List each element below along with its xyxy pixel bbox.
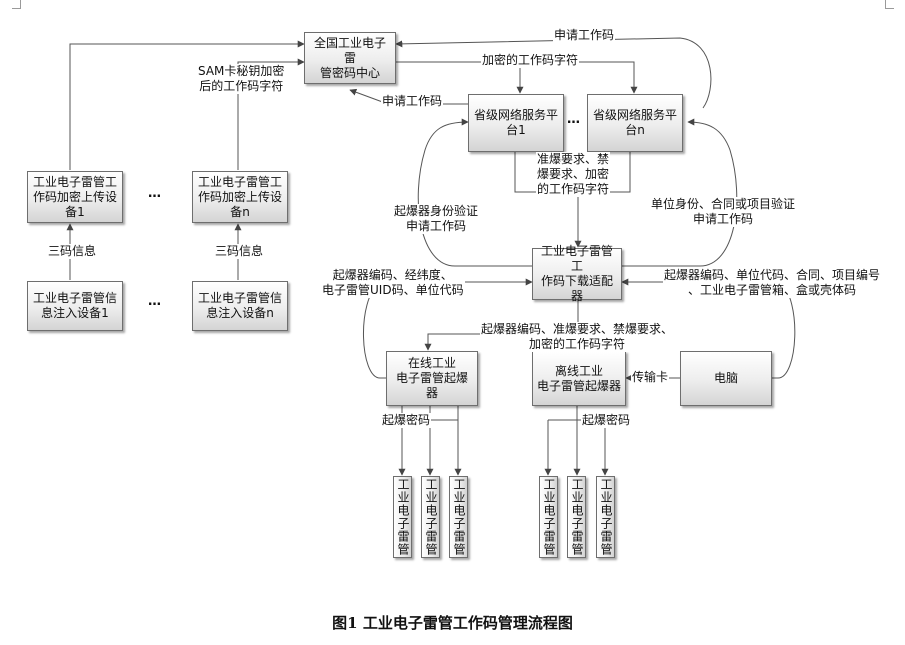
ellipsis-upload: … <box>148 186 162 201</box>
label-detonation-password-right: 起爆密码 <box>581 413 632 428</box>
crop-mark-left <box>12 0 21 9</box>
arrow-adapter-to-prov1 <box>417 118 532 267</box>
label-download-info: 起爆器编码、准爆要求、禁爆要求、加密的工作码字符 <box>480 322 675 352</box>
label-online-info: 起爆器编码、经纬度、电子雷管UID码、单位代码 <box>321 268 465 298</box>
inject-device-n-box: 工业电子雷管信息注入设备n <box>192 281 288 331</box>
label-detonation-password-left: 起爆密码 <box>381 413 432 428</box>
arrow-provn-to-center <box>395 37 712 109</box>
detonator-online-1: 工业电子雷管 <box>393 476 412 558</box>
detonator-online-3: 工业电子雷管 <box>449 476 468 558</box>
figure-caption: 图1 工业电子雷管工作码管理流程图 <box>332 614 573 632</box>
label-three-codes-n: 三码信息 <box>214 244 265 259</box>
label-three-codes-1: 三码信息 <box>47 244 98 259</box>
offline-exploder-box: 离线工业电子雷管起爆器 <box>532 351 626 406</box>
ellipsis-provincial: … <box>567 112 581 127</box>
detonator-offline-3: 工业电子雷管 <box>596 476 615 558</box>
label-permit-requirements: 准爆要求、禁爆要求、加密的工作码字符 <box>536 152 611 197</box>
upload-device-1-box: 工业电子雷管工作码加密上传设备1 <box>27 171 123 223</box>
provincial-platform-1-box: 省级网络服务平台1 <box>468 94 564 152</box>
label-request-code-top: 申请工作码 <box>553 28 616 43</box>
online-exploder-box: 在线工业电子雷管起爆器 <box>386 351 478 406</box>
label-request-code-left: 申请工作码 <box>381 94 444 109</box>
arrow-uploadn-to-center <box>237 58 305 170</box>
detonator-offline-1: 工业电子雷管 <box>539 476 558 558</box>
computer-box: 电脑 <box>680 351 772 406</box>
label-sam-key: SAM卡秘钥加密后的工作码字符 <box>197 64 286 94</box>
arrow-adapter-to-provn <box>622 118 738 267</box>
detonator-online-2: 工业电子雷管 <box>421 476 440 558</box>
label-offline-info: 起爆器编码、单位代码、合同、项目编号、工业电子雷管箱、盒或壳体码 <box>663 268 882 298</box>
ellipsis-inject: … <box>148 294 162 309</box>
arrow-upload1-to-center <box>69 40 305 170</box>
label-identity-right: 单位身份、合同或项目验证申请工作码 <box>650 197 797 227</box>
provincial-platform-n-box: 省级网络服务平台n <box>587 94 683 152</box>
label-encrypted-code: 加密的工作码字符 <box>481 53 580 68</box>
crop-mark-right <box>885 0 894 9</box>
label-transfer-card: 传输卡 <box>631 370 670 385</box>
detonator-offline-2: 工业电子雷管 <box>567 476 586 558</box>
inject-device-1-box: 工业电子雷管信息注入设备1 <box>27 281 123 331</box>
upload-device-n-box: 工业电子雷管工作码加密上传设备n <box>192 171 288 223</box>
national-code-center-box: 全国工业电子雷管密码中心 <box>304 32 396 84</box>
label-identity-left: 起爆器身份验证申请工作码 <box>393 204 480 234</box>
download-adapter-box: 工业电子雷管工作码下载适配器 <box>532 244 622 303</box>
